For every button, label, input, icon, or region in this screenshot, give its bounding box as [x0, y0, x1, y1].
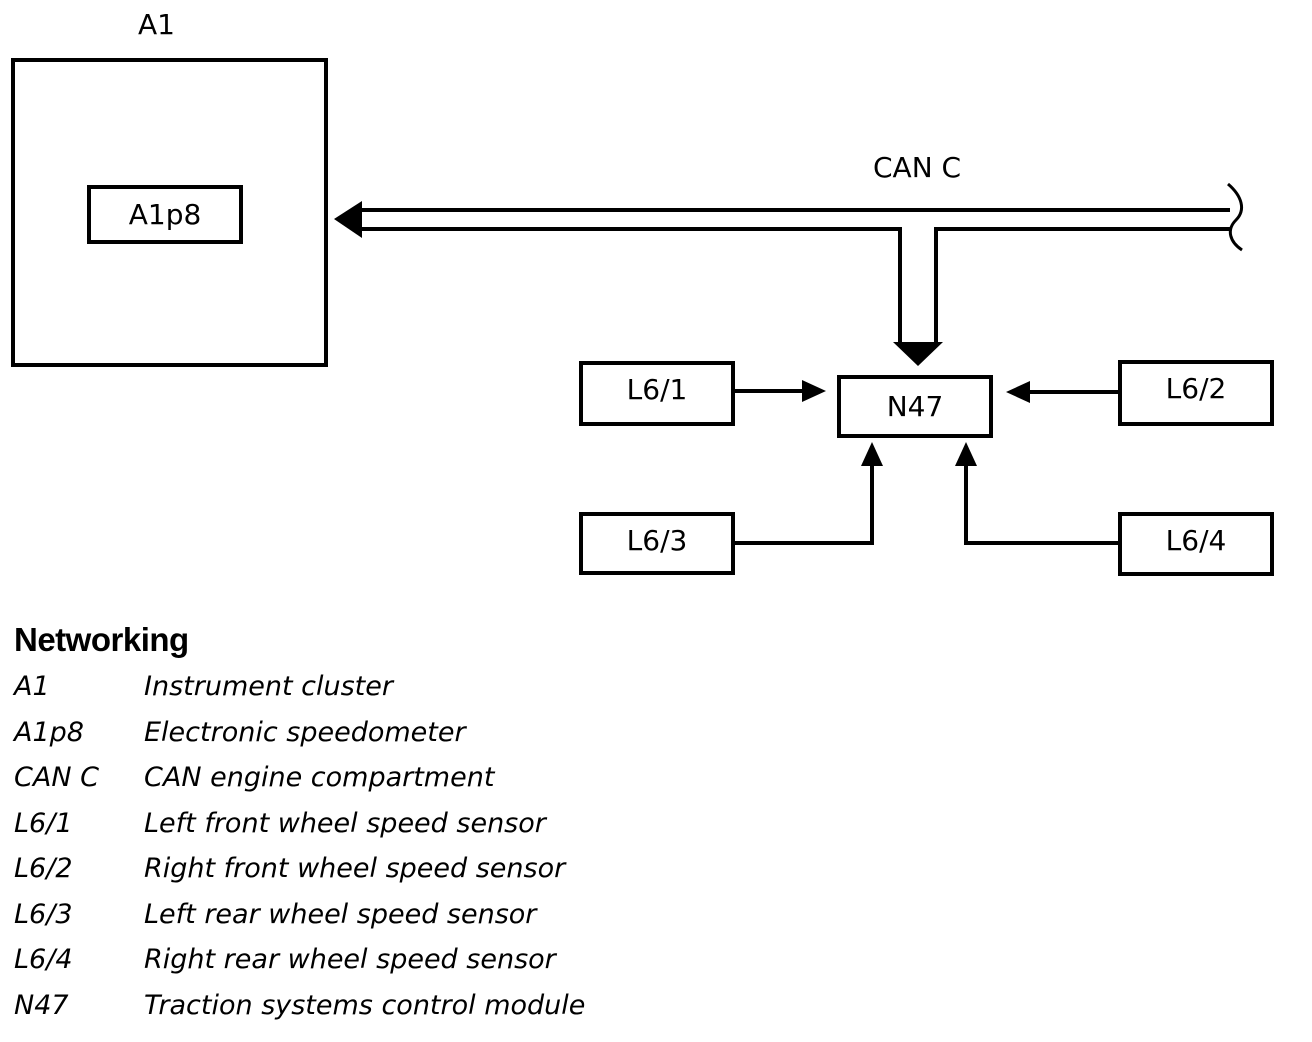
legend-row: A1p8 Electronic speedometer — [14, 710, 914, 756]
legend-code: A1p8 — [14, 716, 84, 748]
legend-code: N47 — [14, 989, 69, 1021]
l6-2-label: L6/2 — [1166, 372, 1227, 405]
l6-1-box — [579, 361, 735, 426]
l6-4-connector — [964, 464, 1120, 545]
bus-break-icon — [1227, 182, 1244, 252]
legend-row: A1 Instrument cluster — [14, 664, 914, 710]
legend-row: N47 Traction systems control module — [14, 983, 914, 1029]
legend-code: L6/1 — [14, 807, 73, 839]
l6-1-label: L6/1 — [627, 373, 688, 406]
legend-description: Left rear wheel speed sensor — [144, 898, 537, 930]
legend-row: L6/4 Right rear wheel speed sensor — [14, 937, 914, 983]
legend-row: CAN C CAN engine compartment — [14, 755, 914, 801]
l6-4-arrowhead — [955, 442, 977, 466]
legend-description: Electronic speedometer — [144, 716, 466, 748]
l6-2-arrowhead — [1006, 381, 1030, 403]
can-c-bus — [362, 208, 1230, 342]
legend-description: Right front wheel speed sensor — [144, 853, 566, 884]
legend-description: Right rear wheel speed sensor — [144, 944, 556, 975]
legend-code: L6/2 — [14, 853, 73, 884]
can-c-arrowhead-left — [334, 201, 362, 238]
a1-label: A1 — [138, 8, 175, 41]
legend-code: L6/4 — [14, 944, 73, 975]
legend-code: L6/3 — [14, 898, 73, 930]
legend-description: CAN engine compartment — [144, 762, 495, 793]
legend-code: CAN C — [14, 762, 99, 793]
legend-description: Traction systems control module — [144, 989, 586, 1021]
a1p8-label: A1p8 — [129, 198, 202, 231]
network-diagram: A1 A1p8 CAN C N47 L6/1 L6/2 L6/3 L6/4 — [11, 8, 1274, 576]
l6-3-connector — [733, 464, 874, 545]
a1-box — [11, 58, 328, 367]
legend-row: L6/3 Left rear wheel speed sensor — [14, 892, 914, 938]
l6-3-label: L6/3 — [627, 524, 688, 557]
legend-code: A1 — [14, 671, 50, 702]
l6-1-arrowhead — [802, 380, 826, 402]
n47-label: N47 — [887, 390, 944, 423]
legend-row: L6/2 Right front wheel speed sensor — [14, 846, 914, 892]
legend: Networking A1 Instrument cluster A1p8 El… — [14, 618, 914, 1028]
legend-title: Networking — [14, 621, 189, 658]
l6-4-label: L6/4 — [1166, 524, 1227, 557]
a1p8-box — [87, 185, 243, 244]
can-c-label: CAN C — [873, 151, 961, 184]
n47-box — [837, 375, 993, 438]
l6-3-arrowhead — [861, 442, 883, 466]
legend-description: Instrument cluster — [144, 671, 393, 702]
legend-row: L6/1 Left front wheel speed sensor — [14, 801, 914, 847]
legend-description: Left front wheel speed sensor — [144, 807, 546, 839]
can-c-arrowhead-down — [893, 342, 943, 366]
